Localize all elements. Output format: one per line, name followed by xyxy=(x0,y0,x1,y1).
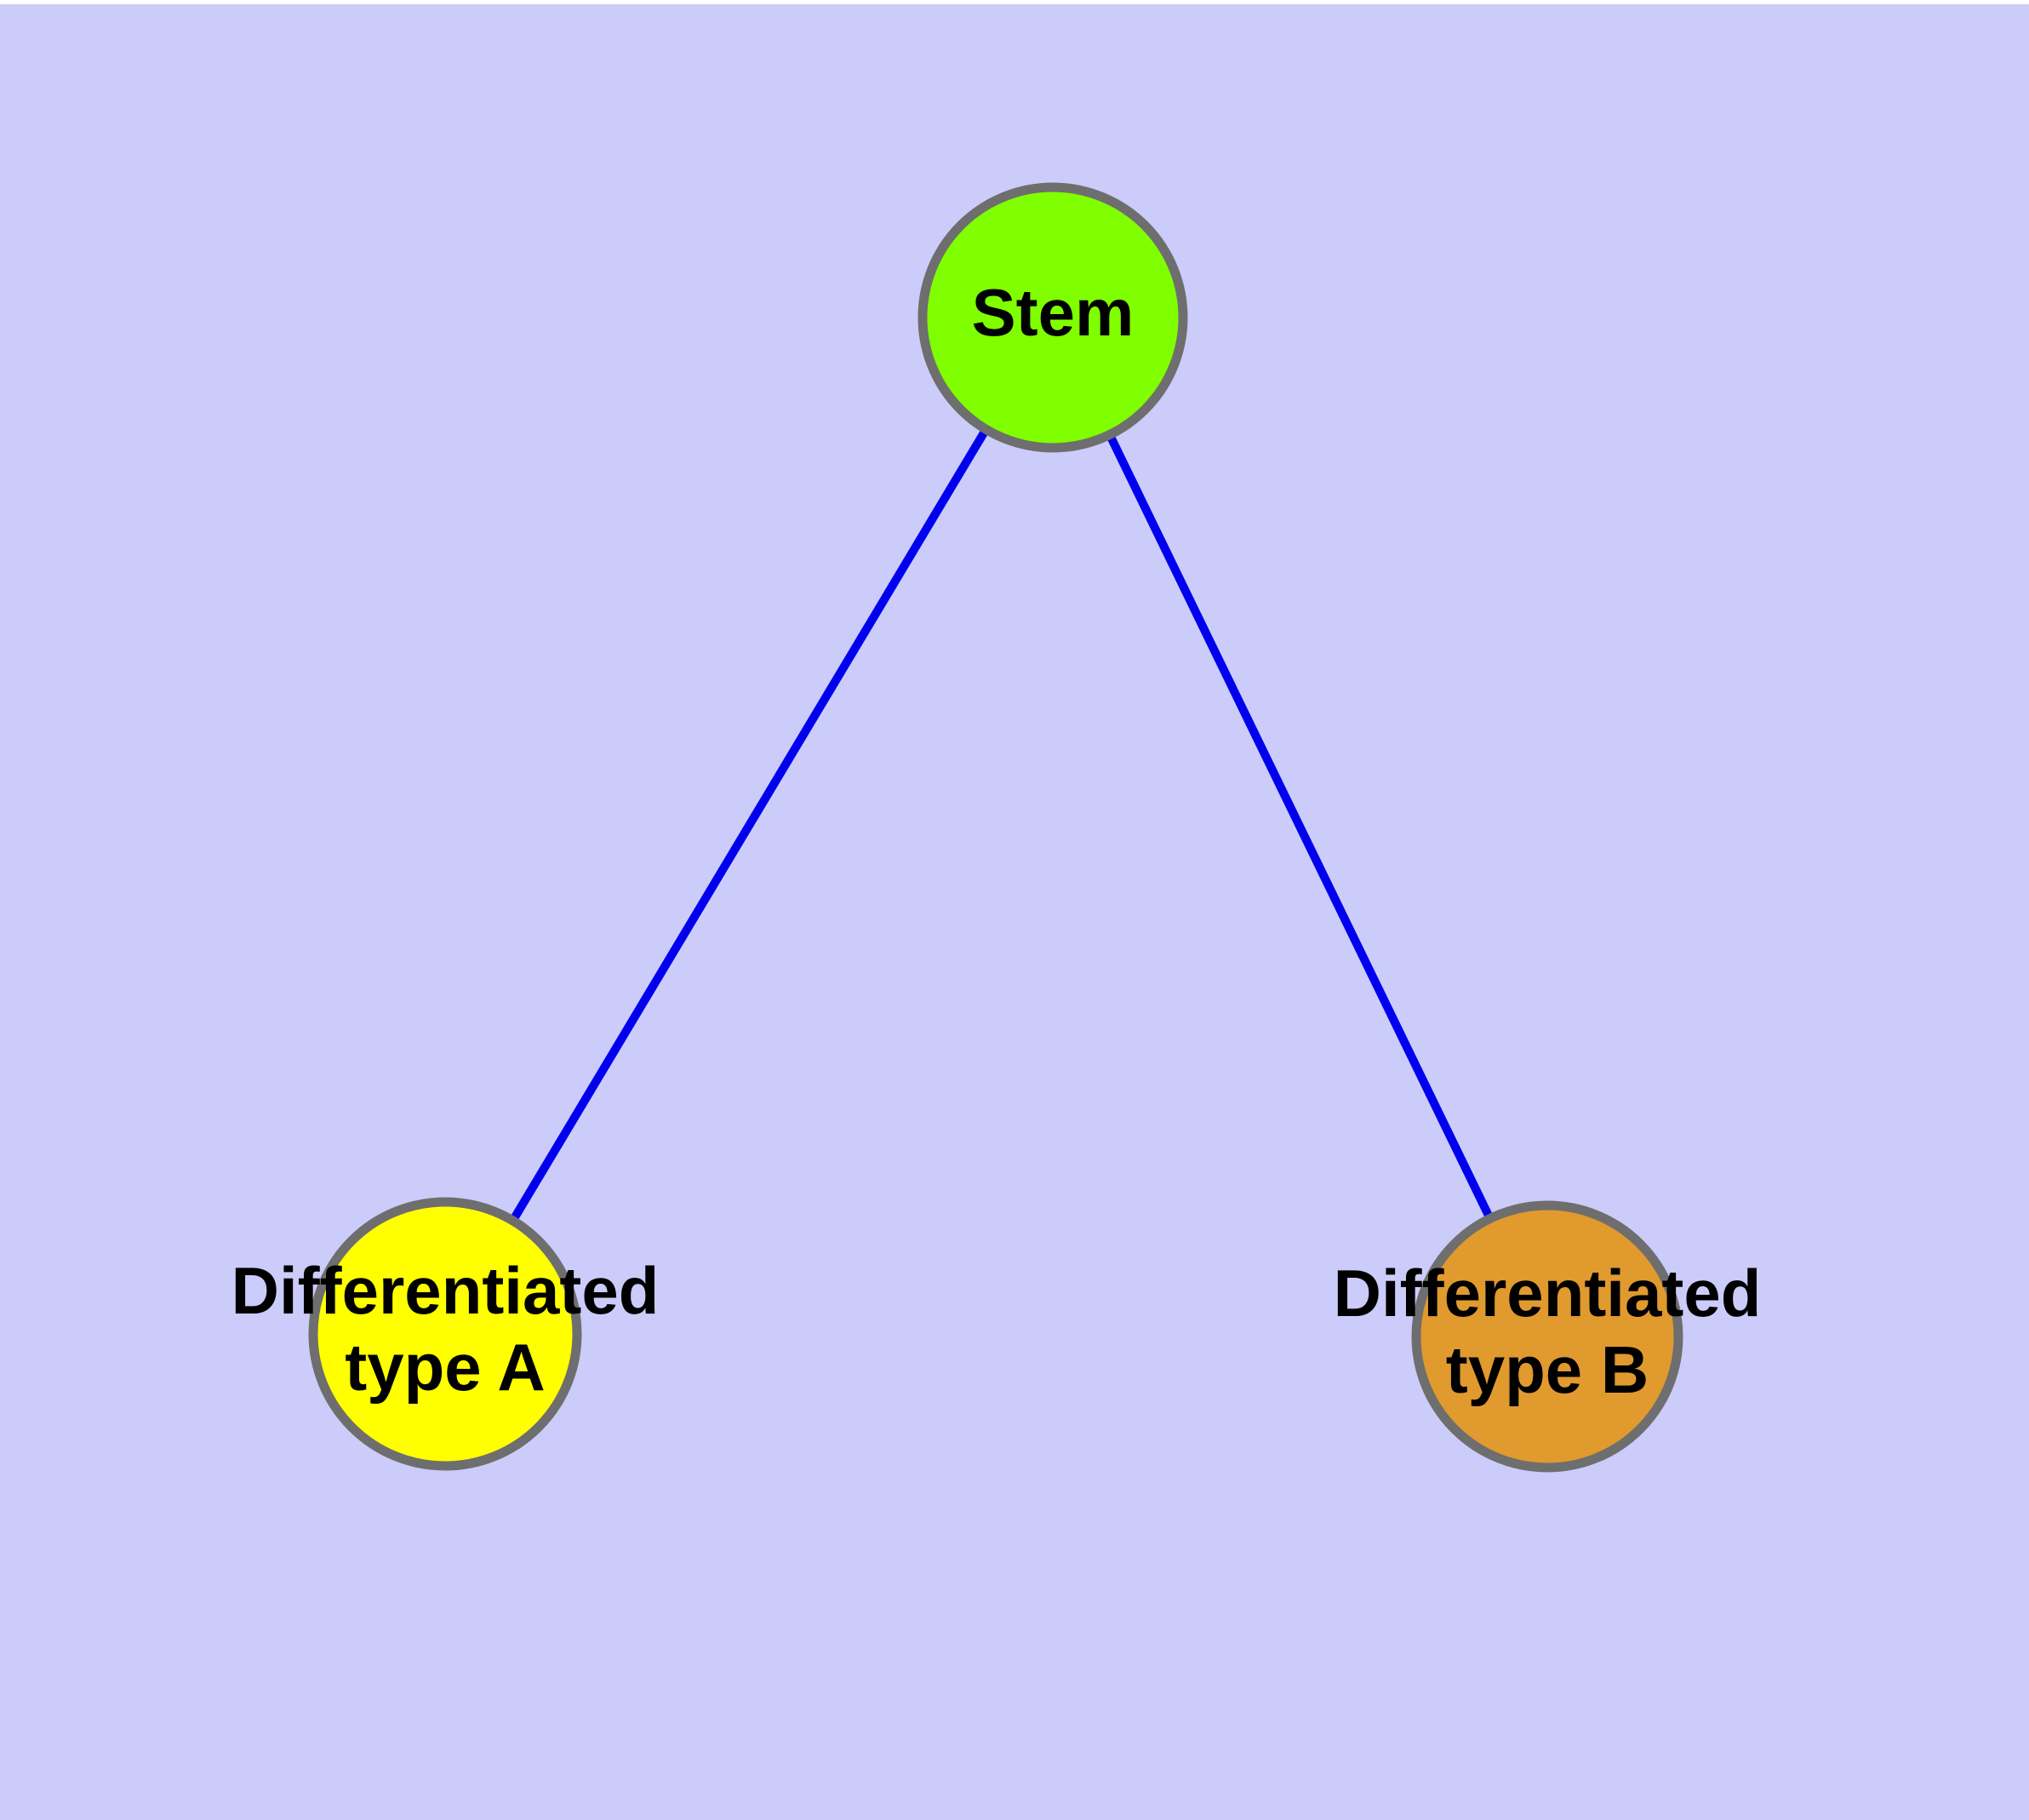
edge-stem-diff-b[interactable] xyxy=(1105,431,1495,1222)
node-label-line: type A xyxy=(345,1330,546,1405)
nodes-layer xyxy=(308,182,1683,1473)
node-label-stem: Stem xyxy=(972,275,1135,350)
node-label-line: Differentiated xyxy=(1334,1255,1762,1330)
edge-stem-diff-a[interactable] xyxy=(508,426,991,1225)
edges-layer xyxy=(508,426,1495,1225)
node-label-line: Differentiated xyxy=(231,1252,660,1327)
node-label-line: type B xyxy=(1446,1332,1649,1407)
node-stem[interactable] xyxy=(917,182,1188,453)
node-diff_a[interactable] xyxy=(308,1197,582,1471)
node-label-line: Stem xyxy=(972,275,1135,350)
node-diff_b[interactable] xyxy=(1411,1200,1683,1473)
